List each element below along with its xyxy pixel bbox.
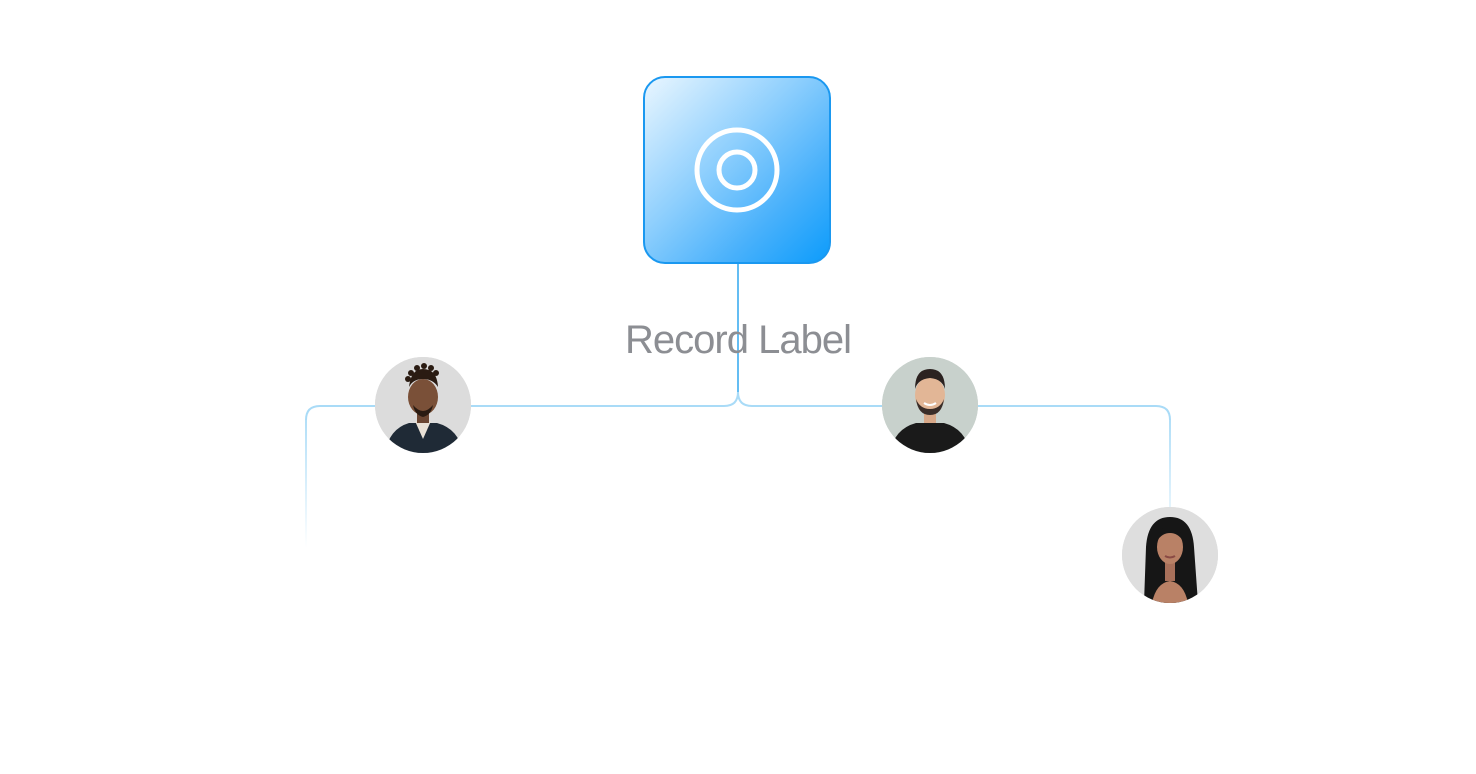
target-ring-icon bbox=[694, 127, 780, 213]
person-avatar-icon bbox=[375, 357, 471, 453]
diagram-title: Record Label bbox=[625, 318, 852, 362]
person-avatar-icon bbox=[882, 357, 978, 453]
branch-connector-left bbox=[305, 391, 739, 421]
artist-avatar-far-right[interactable] bbox=[1122, 507, 1218, 603]
artist-avatar-center-right[interactable] bbox=[882, 357, 978, 453]
record-label-tile[interactable] bbox=[643, 76, 831, 264]
artist-avatar-left[interactable] bbox=[375, 357, 471, 453]
person-avatar-icon bbox=[1122, 507, 1218, 603]
